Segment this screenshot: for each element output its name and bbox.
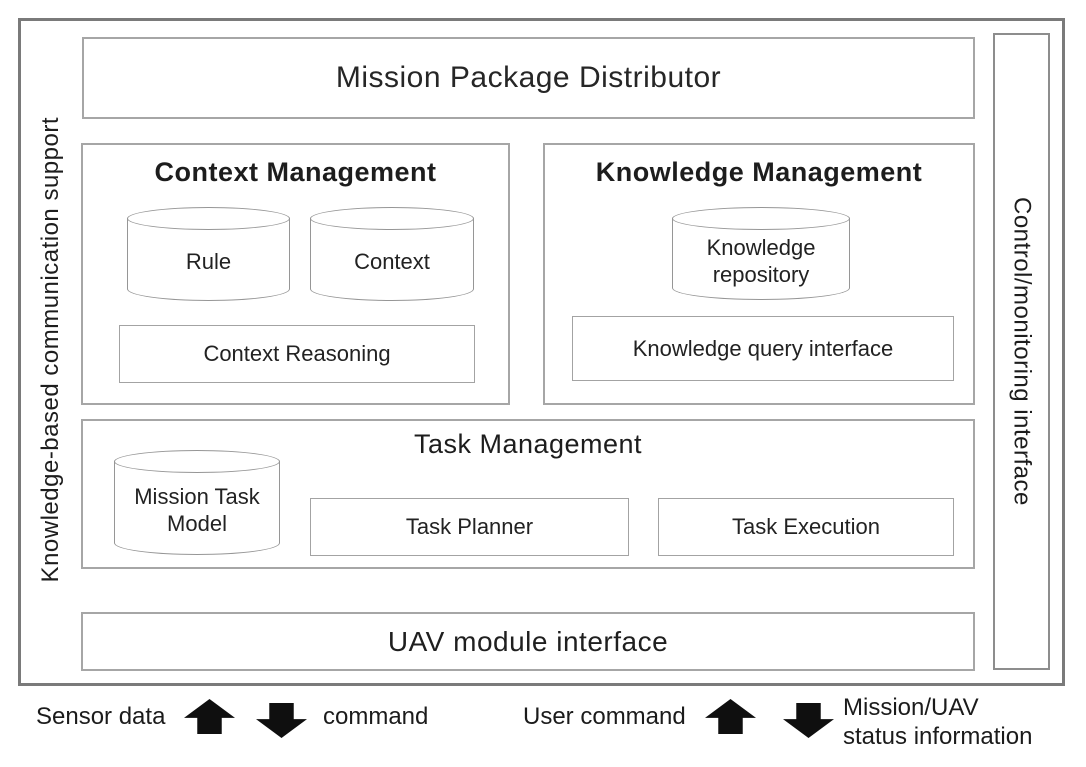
cylinder-shape	[127, 218, 290, 301]
down-arrow-icon	[783, 703, 834, 738]
context-cylinder: Context	[310, 207, 474, 301]
knowledge-management-title: Knowledge Management	[595, 157, 923, 187]
status-info-line2: status information	[843, 723, 1033, 750]
command-label: command	[323, 703, 429, 730]
status-info-label: Mission/UAV status information	[843, 693, 1032, 751]
task-management-box: Task Management Mission Task Model Task …	[81, 419, 975, 569]
user-command-label: User command	[523, 703, 686, 730]
left-rail-label: Knowledge-based communication support	[22, 30, 80, 670]
control-monitoring-label: Control/monitoring interface	[1008, 197, 1036, 506]
task-management-title: Task Management	[413, 429, 643, 459]
mission-package-distributor-title: Mission Package Distributor	[335, 61, 722, 94]
cylinder-shape	[310, 218, 474, 301]
knowledge-management-box: Knowledge Management Knowledge repositor…	[543, 143, 975, 405]
cylinder-shape	[672, 218, 850, 300]
rule-db-label: Rule	[185, 248, 232, 274]
cylinder-top-ellipse	[127, 207, 290, 230]
context-management-box: Context Management Rule Context Context …	[81, 143, 510, 405]
cylinder-shape	[114, 461, 280, 555]
knowledge-repository-cylinder: Knowledge repository	[672, 207, 850, 300]
context-management-title: Context Management	[154, 157, 437, 187]
cylinder-top-ellipse	[672, 207, 850, 230]
mission-task-model-label: Mission Task Model	[134, 483, 260, 536]
knowledge-repository-label: Knowledge repository	[706, 234, 816, 287]
context-reasoning-box: Context Reasoning	[119, 325, 475, 383]
task-planner-box: Task Planner	[310, 498, 629, 556]
uav-module-interface-title: UAV module interface	[387, 625, 669, 657]
mission-task-model-cylinder: Mission Task Model	[114, 450, 280, 555]
knowledge-query-interface-label: Knowledge query interface	[632, 335, 894, 361]
task-planner-label: Task Planner	[405, 514, 534, 539]
knowledge-query-interface-box: Knowledge query interface	[572, 316, 954, 381]
task-execution-label: Task Execution	[732, 514, 880, 539]
task-execution-box: Task Execution	[658, 498, 954, 556]
status-info-line1: Mission/UAV	[843, 694, 979, 721]
context-reasoning-label: Context Reasoning	[203, 341, 391, 366]
control-monitoring-panel: Control/monitoring interface	[993, 33, 1050, 670]
sensor-data-label: Sensor data	[36, 703, 166, 730]
up-arrow-icon	[184, 699, 235, 734]
up-arrow-icon	[705, 699, 756, 734]
rule-cylinder: Rule	[127, 207, 290, 301]
down-arrow-icon	[256, 703, 307, 738]
context-db-label: Context	[354, 248, 430, 274]
cylinder-top-ellipse	[114, 450, 280, 473]
cylinder-top-ellipse	[310, 207, 474, 230]
mission-package-distributor-box: Mission Package Distributor	[82, 37, 975, 119]
left-rail-text: Knowledge-based communication support	[37, 117, 64, 583]
uav-module-interface-box: UAV module interface	[81, 612, 975, 671]
